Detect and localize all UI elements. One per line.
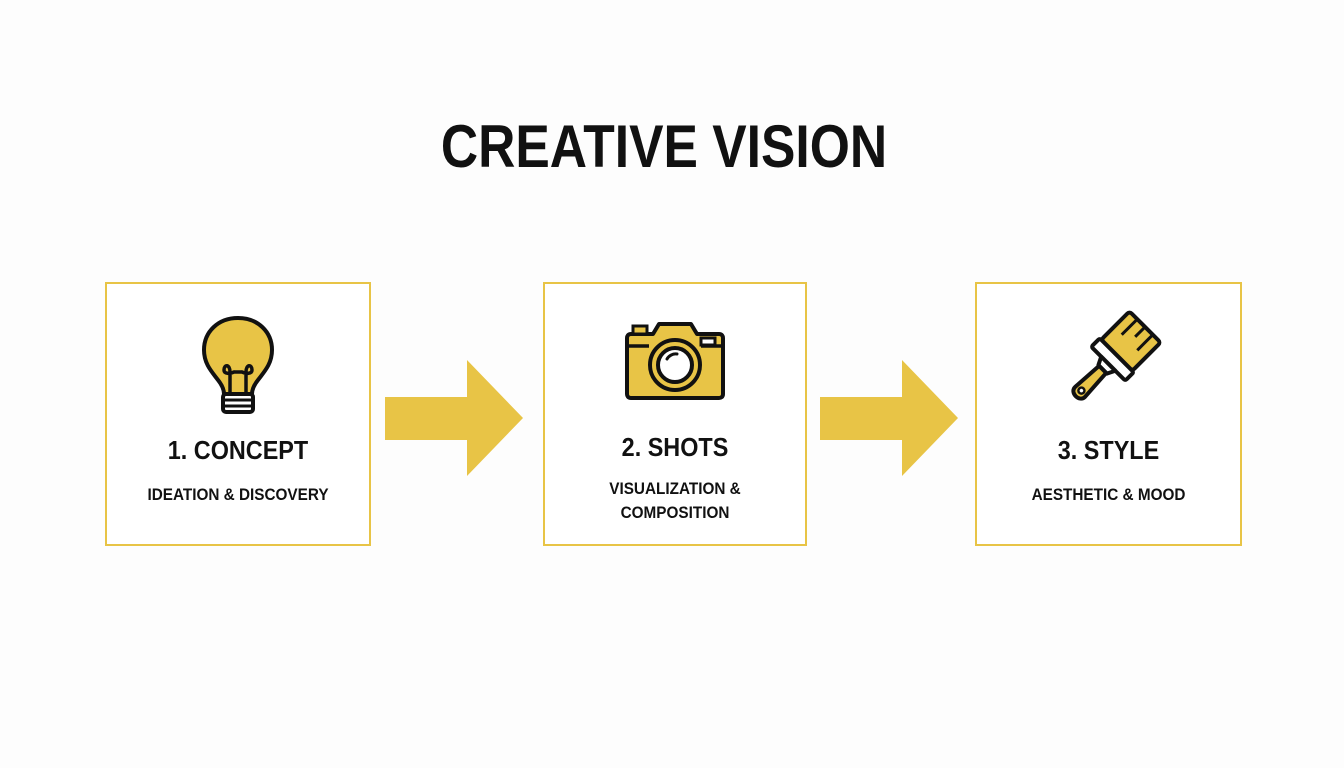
step-subtitle: AESTHETIC & MOOD — [990, 483, 1227, 507]
step-subtitle: VISUALIZATION & COMPOSITION — [558, 477, 792, 525]
step-subtitle-line: IDEATION & DISCOVERY — [147, 485, 329, 504]
step-subtitle-line: VISUALIZATION & — [609, 479, 741, 498]
step-subtitle-line: COMPOSITION — [620, 503, 730, 522]
step-subtitle: IDEATION & DISCOVERY — [120, 483, 356, 507]
flow-arrow-right — [820, 360, 958, 476]
step-subtitle-line: AESTHETIC & MOOD — [1031, 485, 1186, 504]
step-title: 2. SHOTS — [621, 432, 729, 462]
flow-arrow-right — [385, 360, 523, 476]
diagram-title: CREATIVE VISION — [440, 113, 888, 180]
step-title: 3. STYLE — [1057, 435, 1160, 465]
paintbrush-icon — [1070, 310, 1161, 401]
step-card-shots: 2. SHOTS VISUALIZATION & COMPOSITION — [543, 282, 807, 546]
step-card-concept: 1. CONCEPT IDEATION & DISCOVERY — [105, 282, 371, 546]
camera-icon — [625, 322, 725, 400]
step-card-style: 3. STYLE AESTHETIC & MOOD — [975, 282, 1242, 546]
lightbulb-icon — [202, 316, 274, 414]
step-title: 1. CONCEPT — [167, 435, 309, 465]
